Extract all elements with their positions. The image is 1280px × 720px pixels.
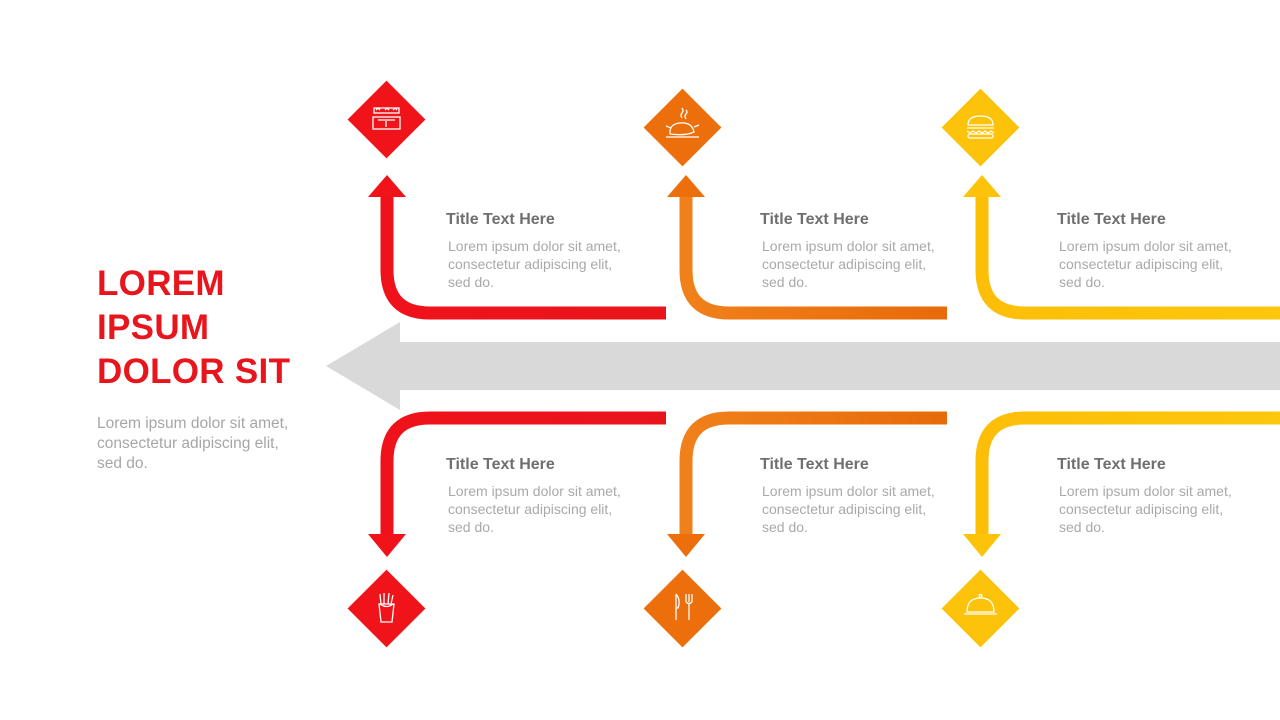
connector-top-orange bbox=[679, 195, 947, 320]
card-bottom-3: Title Text Here Lorem ipsum dolor sit am… bbox=[1057, 455, 1247, 536]
connector-top-yellow bbox=[975, 195, 1280, 320]
roast-chicken-icon bbox=[665, 107, 700, 138]
diamond-top-red bbox=[347, 80, 426, 159]
connector-bottom-yellow bbox=[975, 411, 1280, 536]
cloche-icon bbox=[964, 593, 997, 615]
card-body: Lorem ipsum dolor sit amet, consectetur … bbox=[762, 238, 935, 290]
card-body: Lorem ipsum dolor sit amet, consectetur … bbox=[448, 238, 621, 290]
diamond-bottom-yellow bbox=[941, 569, 1020, 648]
connector-bottom-red bbox=[380, 411, 666, 536]
arrowhead-top-orange bbox=[667, 175, 705, 197]
card-title: Title Text Here bbox=[1057, 211, 1166, 228]
connector-top-red bbox=[380, 195, 666, 320]
card-title: Title Text Here bbox=[446, 456, 555, 473]
card-title: Title Text Here bbox=[760, 211, 869, 228]
card-body: Lorem ipsum dolor sit amet, consectetur … bbox=[448, 483, 621, 535]
connector-bottom-orange bbox=[679, 411, 947, 536]
card-title: Title Text Here bbox=[1057, 456, 1166, 473]
card-bottom-1: Title Text Here Lorem ipsum dolor sit am… bbox=[446, 455, 636, 536]
main-description: Lorem ipsum dolor sit amet, consectetur … bbox=[97, 415, 289, 472]
knife-fork-icon bbox=[675, 593, 693, 620]
arrowhead-bottom-yellow bbox=[963, 534, 1001, 557]
diamond-top-yellow bbox=[941, 88, 1020, 167]
card-top-3: Title Text Here Lorem ipsum dolor sit am… bbox=[1057, 210, 1247, 291]
burger-icon bbox=[966, 115, 995, 139]
main-title: LOREM IPSUM DOLOR SIT bbox=[97, 264, 291, 391]
card-body: Lorem ipsum dolor sit amet, consectetur … bbox=[762, 483, 935, 535]
arrowhead-top-red bbox=[368, 175, 406, 197]
arrowhead-bottom-red bbox=[368, 534, 406, 557]
arrowhead-top-yellow bbox=[963, 175, 1001, 197]
main-arrow bbox=[326, 322, 1280, 410]
card-title: Title Text Here bbox=[446, 211, 555, 228]
card-top-1: Title Text Here Lorem ipsum dolor sit am… bbox=[446, 210, 636, 291]
card-title: Title Text Here bbox=[760, 456, 869, 473]
arrowhead-bottom-orange bbox=[667, 534, 705, 557]
card-top-2: Title Text Here Lorem ipsum dolor sit am… bbox=[760, 210, 950, 291]
shop-counter-icon bbox=[372, 107, 401, 130]
diamond-bottom-orange bbox=[643, 569, 722, 648]
card-body: Lorem ipsum dolor sit amet, consectetur … bbox=[1059, 483, 1232, 535]
card-bottom-2: Title Text Here Lorem ipsum dolor sit am… bbox=[760, 455, 950, 536]
diamond-top-orange bbox=[643, 88, 722, 167]
french-fries-icon bbox=[378, 592, 395, 623]
diamond-bottom-red bbox=[347, 569, 426, 648]
card-body: Lorem ipsum dolor sit amet, consectetur … bbox=[1059, 238, 1232, 290]
